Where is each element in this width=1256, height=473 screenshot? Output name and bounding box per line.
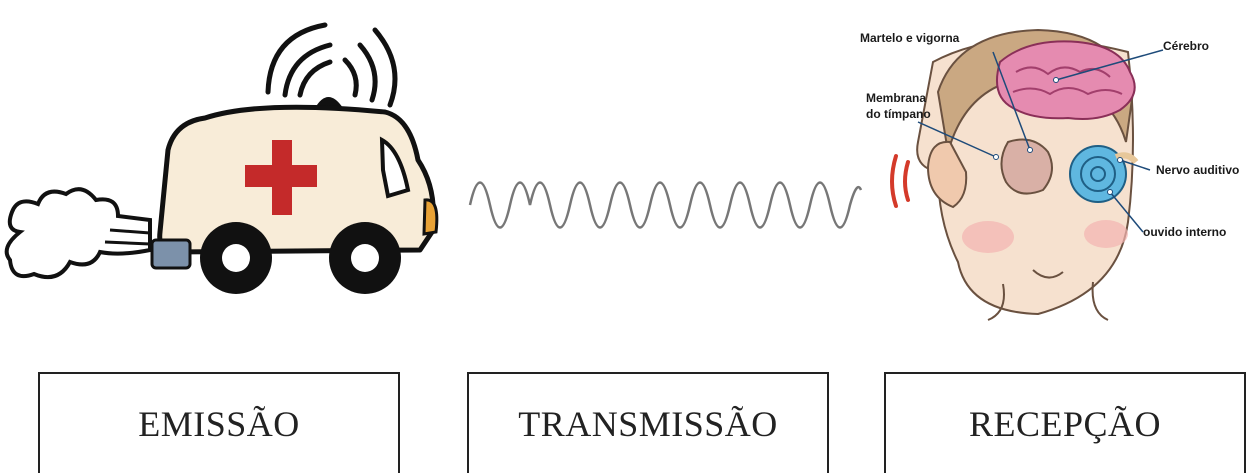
sine-wave bbox=[468, 181, 863, 229]
label-inner-ear: ouvido interno bbox=[1143, 225, 1226, 239]
label-auditory-nerve: Nervo auditivo bbox=[1156, 163, 1239, 177]
stage-label-transmission: TRANSMISSÃO bbox=[518, 403, 778, 444]
wheel-front bbox=[329, 222, 401, 294]
stage-box-reception: RECEPÇÃO bbox=[884, 372, 1246, 473]
sound-wave-illustration bbox=[465, 150, 865, 260]
ambulance-illustration bbox=[0, 0, 450, 300]
stage-label-emission: EMISSÃO bbox=[138, 403, 300, 444]
ambulance-window bbox=[379, 136, 411, 199]
stage-box-transmission: TRANSMISSÃO bbox=[467, 372, 829, 473]
headlight bbox=[422, 198, 439, 236]
label-hammer-anvil: Martelo e vigorna bbox=[860, 31, 960, 45]
label-membrane-line2: do tímpano bbox=[866, 107, 931, 121]
ear-anatomy-illustration: Martelo e vigorna Cérebro Membrana do tí… bbox=[858, 22, 1256, 322]
outer-ear bbox=[926, 140, 968, 209]
stage-label-reception: RECEPÇÃO bbox=[968, 403, 1162, 444]
label-membrane-line1: Membrana bbox=[866, 91, 926, 105]
brain bbox=[996, 40, 1136, 120]
label-brain: Cérebro bbox=[1163, 39, 1209, 53]
middle-ear bbox=[1000, 138, 1053, 195]
siren-sound-waves bbox=[265, 22, 398, 108]
exhaust-cloud bbox=[4, 187, 152, 279]
red-cross-icon bbox=[245, 140, 317, 215]
auditory-nerve bbox=[1114, 152, 1139, 165]
cochlea bbox=[1069, 145, 1127, 203]
wheel-rear bbox=[200, 222, 272, 294]
stage-box-emission: EMISSÃO bbox=[38, 372, 400, 473]
rear-bumper bbox=[150, 238, 192, 270]
